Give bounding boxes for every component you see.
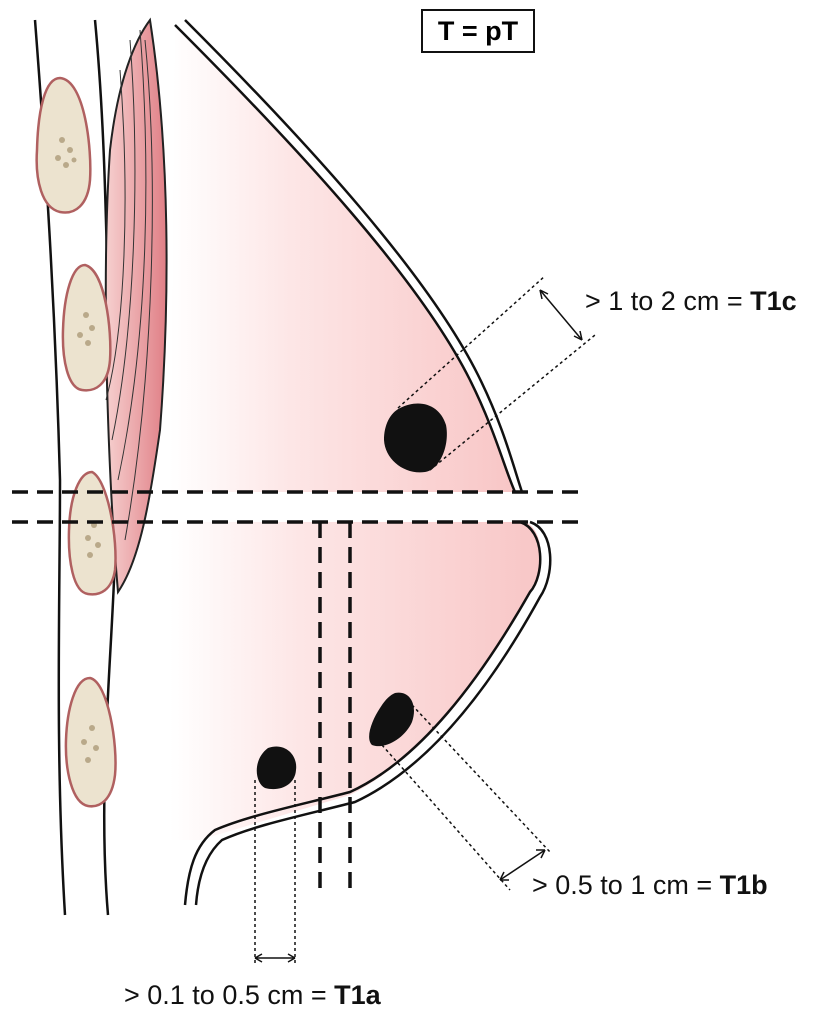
measurement-lines bbox=[254, 275, 596, 965]
title-box: T = pT bbox=[421, 9, 535, 53]
label-t1a-stage: T1a bbox=[334, 980, 381, 1010]
section-dashed-lines bbox=[12, 490, 578, 890]
arrow-t1c bbox=[539, 289, 583, 341]
tumor-t1c bbox=[384, 403, 447, 473]
label-t1b-stage: T1b bbox=[719, 870, 768, 900]
arrow-t1b bbox=[499, 849, 546, 881]
breast-tissue-upper bbox=[170, 25, 515, 492]
label-t1a-range: > 0.1 to 0.5 cm = bbox=[124, 980, 327, 1010]
label-t1b-range: > 0.5 to 1 cm = bbox=[532, 870, 713, 900]
rib-bones bbox=[35, 76, 117, 808]
muscle-fibers bbox=[105, 29, 153, 541]
label-t1c-range: > 1 to 2 cm = bbox=[585, 286, 743, 316]
title-text: T = pT bbox=[437, 15, 519, 46]
tumor-t1a bbox=[256, 746, 297, 790]
label-t1c-stage: T1c bbox=[750, 286, 797, 316]
measurement-arrows bbox=[254, 289, 583, 963]
bone-marrow-dots bbox=[55, 137, 101, 763]
tumor-t1b bbox=[369, 692, 415, 747]
breast-tissue-lower bbox=[170, 522, 541, 840]
label-t1a: > 0.1 to 0.5 cm = T1a bbox=[124, 980, 381, 1011]
label-t1c: > 1 to 2 cm = T1c bbox=[585, 286, 797, 317]
pectoral-muscle bbox=[104, 17, 168, 595]
label-t1b: > 0.5 to 1 cm = T1b bbox=[532, 870, 768, 901]
skin-outline bbox=[174, 19, 552, 906]
